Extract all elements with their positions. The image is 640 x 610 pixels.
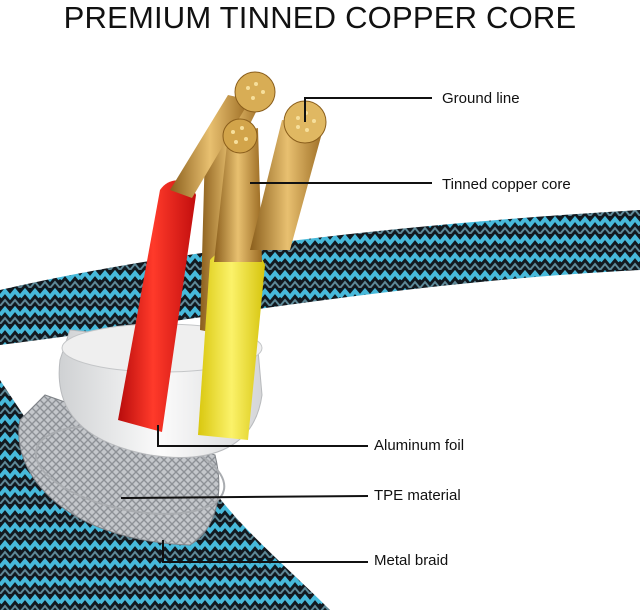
callout-lines [120, 97, 432, 563]
label-ground-line: Ground line [442, 90, 520, 107]
label-tpe-material: TPE material [374, 487, 461, 504]
callout-ground-line [304, 97, 432, 122]
page-title: PREMIUM TINNED COPPER CORE [63, 0, 577, 35]
yellow-wire [198, 248, 265, 440]
metal-collar [18, 394, 220, 546]
callout-metal-braid [162, 540, 368, 563]
callout-aluminum-foil [157, 425, 368, 447]
braided-cable-right [0, 210, 640, 345]
ground-copper-strand [250, 120, 325, 250]
label-metal-braid: Metal braid [374, 552, 449, 569]
label-tinned-copper-core: Tinned copper core [442, 176, 571, 193]
label-aluminum-foil: Aluminum foil [374, 437, 465, 454]
red-wire [118, 180, 196, 432]
callout-tpe [120, 495, 369, 499]
